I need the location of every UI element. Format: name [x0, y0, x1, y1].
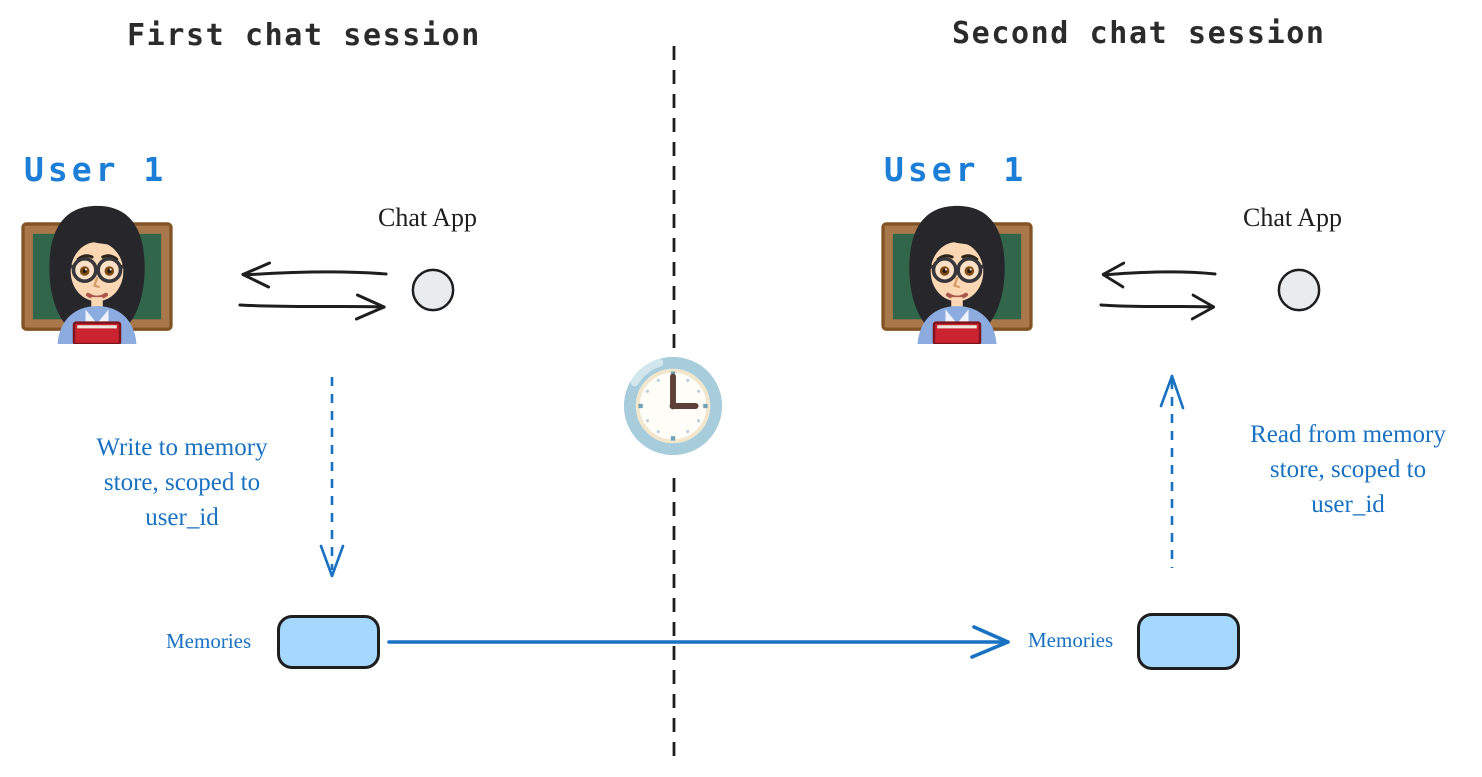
- write-note-line: Write to memory: [96, 434, 268, 461]
- exchange-arrows-icon-left: [234, 260, 392, 322]
- chat-app-node-right: [1276, 267, 1322, 313]
- read-note-line: store, scoped to: [1269, 456, 1427, 483]
- chat-app-node-left: [410, 267, 456, 313]
- read-note-line: user_id: [1311, 491, 1385, 518]
- chat-app-label-right: Chat App: [1243, 203, 1342, 232]
- teacher-avatar-icon-left: [14, 196, 180, 344]
- memories-label-right: Memories: [1028, 628, 1114, 652]
- user-label-right: User 1: [884, 150, 1028, 189]
- read-note-line: Read from memory: [1250, 421, 1446, 448]
- write-arrow-icon: [319, 377, 345, 578]
- exchange-arrows-icon-right: [1096, 260, 1220, 322]
- memories-label-left: Memories: [166, 629, 252, 653]
- chat-app-label-left: Chat App: [378, 203, 477, 232]
- write-note: Write to memory store, scoped to user_id: [52, 430, 312, 535]
- memories-box-right: [1137, 613, 1240, 670]
- write-note-line: user_id: [145, 504, 219, 531]
- write-note-line: store, scoped to: [103, 469, 261, 496]
- read-note: Read from memory store, scoped to user_i…: [1212, 417, 1482, 522]
- second-session-title: Second chat session: [952, 16, 1326, 51]
- user-label-left: User 1: [24, 150, 168, 189]
- teacher-avatar-icon-right: [874, 196, 1040, 344]
- read-arrow-icon: [1159, 374, 1185, 568]
- memories-box-left: [277, 615, 380, 669]
- first-session-title: First chat session: [127, 18, 481, 53]
- session-divider-dashed-line: [672, 46, 676, 756]
- memory-transfer-arrow: [387, 625, 1010, 659]
- clock-icon: [623, 356, 723, 456]
